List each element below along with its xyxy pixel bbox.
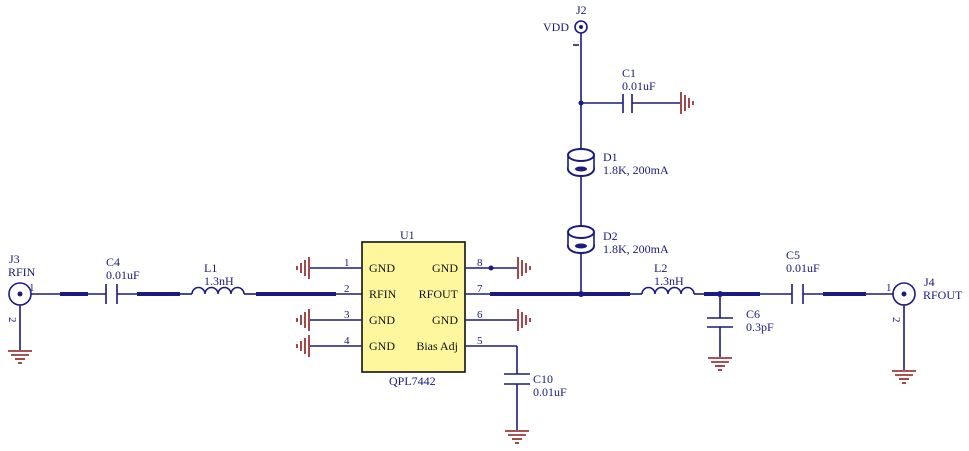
ic-pin-name-6: GND xyxy=(432,313,458,327)
ground-symbol-pin4 xyxy=(296,335,310,357)
j3-pin2: 2 xyxy=(6,317,18,323)
c4-value: 0.01uF xyxy=(106,268,140,282)
j4-ref: J4 xyxy=(924,275,935,289)
c10-ref: C10 xyxy=(533,372,553,386)
j4-net-label: RFOUT xyxy=(923,288,963,302)
ground-symbol-c10 xyxy=(505,430,529,444)
c6-value: 0.3pF xyxy=(746,320,774,334)
j2-ref: J2 xyxy=(576,3,587,17)
d2-value: 1.8K, 200mA xyxy=(603,242,669,256)
ground-symbol-pin6 xyxy=(517,309,531,331)
ground-symbol-pin1 xyxy=(296,257,310,279)
capacitor-c1: C1 0.01uF xyxy=(578,66,680,113)
l2-value: 1.3nH xyxy=(654,274,684,288)
ic-pin-num-6: 6 xyxy=(477,309,483,321)
c1-value: 0.01uF xyxy=(622,79,656,93)
ground-symbol-pin8 xyxy=(517,257,531,279)
ic-pin-name-8: GND xyxy=(432,261,458,275)
ic-ref: U1 xyxy=(400,228,415,242)
ferrite-bead-d2: D2 1.8K, 200mA xyxy=(567,225,669,256)
capacitor-c5: C5 0.01uF xyxy=(786,248,820,304)
ic-pin-num-2: 2 xyxy=(344,283,350,295)
ground-symbol-j3 xyxy=(8,350,32,364)
ground-symbol-j4 xyxy=(892,370,916,384)
ic-pin-name-3: GND xyxy=(369,313,395,327)
ic-pin-num-4: 4 xyxy=(344,335,350,347)
ground-symbol-pin3 xyxy=(296,309,310,331)
inductor-l2: L2 1.3nH xyxy=(641,261,695,295)
d2-ref: D2 xyxy=(603,229,618,243)
ic-pin-name-2: RFIN xyxy=(369,287,397,301)
c5-ref: C5 xyxy=(786,248,800,262)
j3-pin1: 1 xyxy=(29,282,35,294)
ic-pin-name-4: GND xyxy=(369,339,395,353)
capacitor-c6: C6 0.3pF xyxy=(707,294,774,357)
ic-pin-num-3: 3 xyxy=(344,309,350,321)
connector-j3: J3 RFIN 1 2 xyxy=(6,252,36,350)
j4-pin2: 2 xyxy=(890,317,902,323)
l1-ref: L1 xyxy=(204,261,217,275)
ic-pin-num-5: 5 xyxy=(477,335,483,347)
ic-pin-num-1: 1 xyxy=(344,257,350,269)
j2-net-label: VDD xyxy=(543,20,569,34)
d1-ref: D1 xyxy=(603,150,618,164)
ic-pin-num-8: 8 xyxy=(477,257,483,269)
c10-value: 0.01uF xyxy=(533,385,567,399)
j3-ref: J3 xyxy=(9,252,20,266)
l2-ref: L2 xyxy=(654,261,667,275)
connector-j4: J4 RFOUT 1 2 xyxy=(886,275,963,370)
ic-u1: U1 QPL7442 GND RFIN GND GND GND RFOUT GN… xyxy=(344,228,483,388)
capacitor-c10: C10 0.01uF xyxy=(504,372,567,430)
j3-net-label: RFIN xyxy=(8,265,36,279)
j4-pin1: 1 xyxy=(886,282,892,294)
capacitor-c4: C4 0.01uF xyxy=(105,255,140,304)
ic-part-number: QPL7442 xyxy=(389,374,436,388)
ferrite-bead-d1: D1 1.8K, 200mA xyxy=(567,148,669,177)
ic-pin-name-5: Bias Adj xyxy=(416,339,458,353)
ic-pin-name-7: RFOUT xyxy=(419,287,459,301)
ic-pin-name-1: GND xyxy=(369,261,395,275)
ground-symbol-c1 xyxy=(680,92,694,114)
ic-pin-num-7: 7 xyxy=(477,283,483,295)
c5-value: 0.01uF xyxy=(786,261,820,275)
d1-value: 1.8K, 200mA xyxy=(603,163,669,177)
c1-ref: C1 xyxy=(622,66,636,80)
c6-ref: C6 xyxy=(746,307,760,321)
l1-value: 1.3nH xyxy=(204,274,234,288)
inductor-l1: L1 1.3nH xyxy=(191,261,245,295)
ground-symbol-c6 xyxy=(708,357,732,371)
c4-ref: C4 xyxy=(106,255,120,269)
